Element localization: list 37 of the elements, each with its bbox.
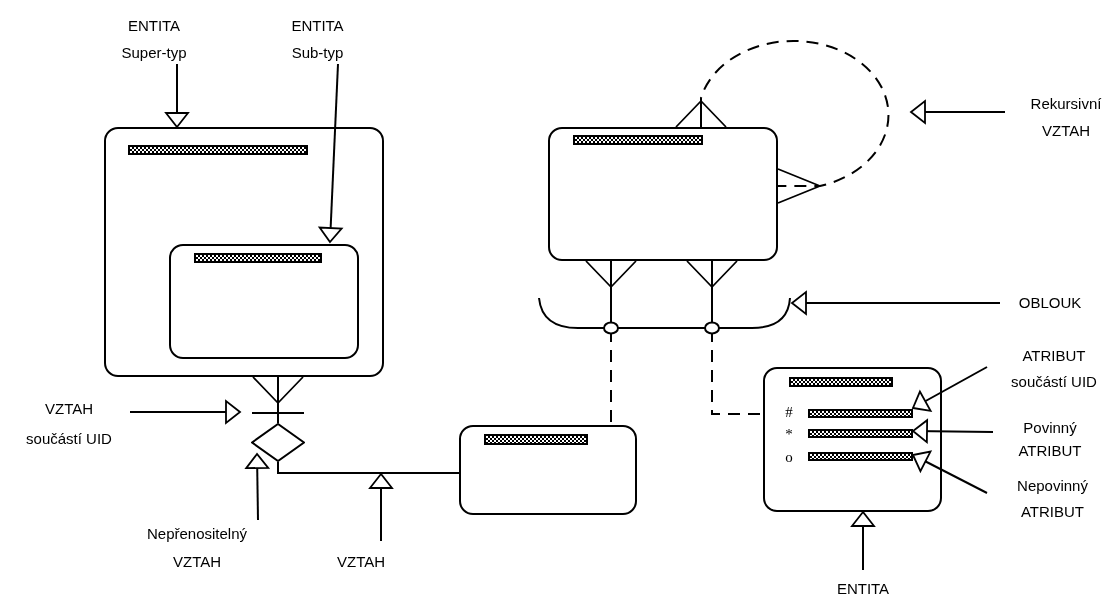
leader-arrow (912, 419, 994, 444)
attribute-bar (808, 409, 913, 418)
annotation-label: ENTITA Sub-typ (280, 12, 355, 64)
annotation-label: ENTITA Super-typ (110, 12, 198, 64)
attribute-bar (808, 452, 913, 461)
arc-bracket (537, 296, 792, 336)
leader-arrow (245, 453, 270, 521)
leader-arrow (318, 63, 343, 243)
entity-box (169, 244, 359, 359)
entity-box (104, 127, 384, 377)
annotation-label: VZTAH součástí UID (8, 394, 130, 454)
leader-arrow (912, 366, 988, 412)
annotation-label: Rekursivní VZTAH (1016, 90, 1116, 144)
entity-box (459, 425, 637, 515)
entity-box (548, 127, 778, 261)
annotation-label: ATRIBUT součástí UID (993, 343, 1115, 397)
annotation-label: OBLOUK (1010, 293, 1090, 313)
leader-arrow (129, 400, 241, 424)
attribute-marker: # (784, 404, 794, 420)
leader-arrow (165, 63, 189, 128)
leader-arrow (791, 291, 1001, 315)
annotation-label: ENTITA (826, 580, 900, 598)
attribute-bar (808, 429, 913, 438)
annotation-label: VZTAH (328, 551, 394, 573)
attribute-marker: * (784, 426, 794, 442)
leader-arrow (851, 511, 875, 571)
relationship-line (675, 40, 890, 204)
annotation-label: Nepřenositelný VZTAH (134, 520, 260, 576)
leader-arrow (369, 473, 393, 542)
annotation-label: Povinný ATRIBUT (1000, 416, 1100, 464)
entity-box (763, 367, 942, 512)
relationship-line (277, 461, 460, 474)
leader-arrow (912, 450, 988, 494)
annotation-label: Nepovinný ATRIBUT (1000, 473, 1105, 525)
diamond-symbol (251, 423, 305, 462)
attribute-marker: o (784, 449, 794, 465)
leader-arrow (910, 100, 1006, 124)
